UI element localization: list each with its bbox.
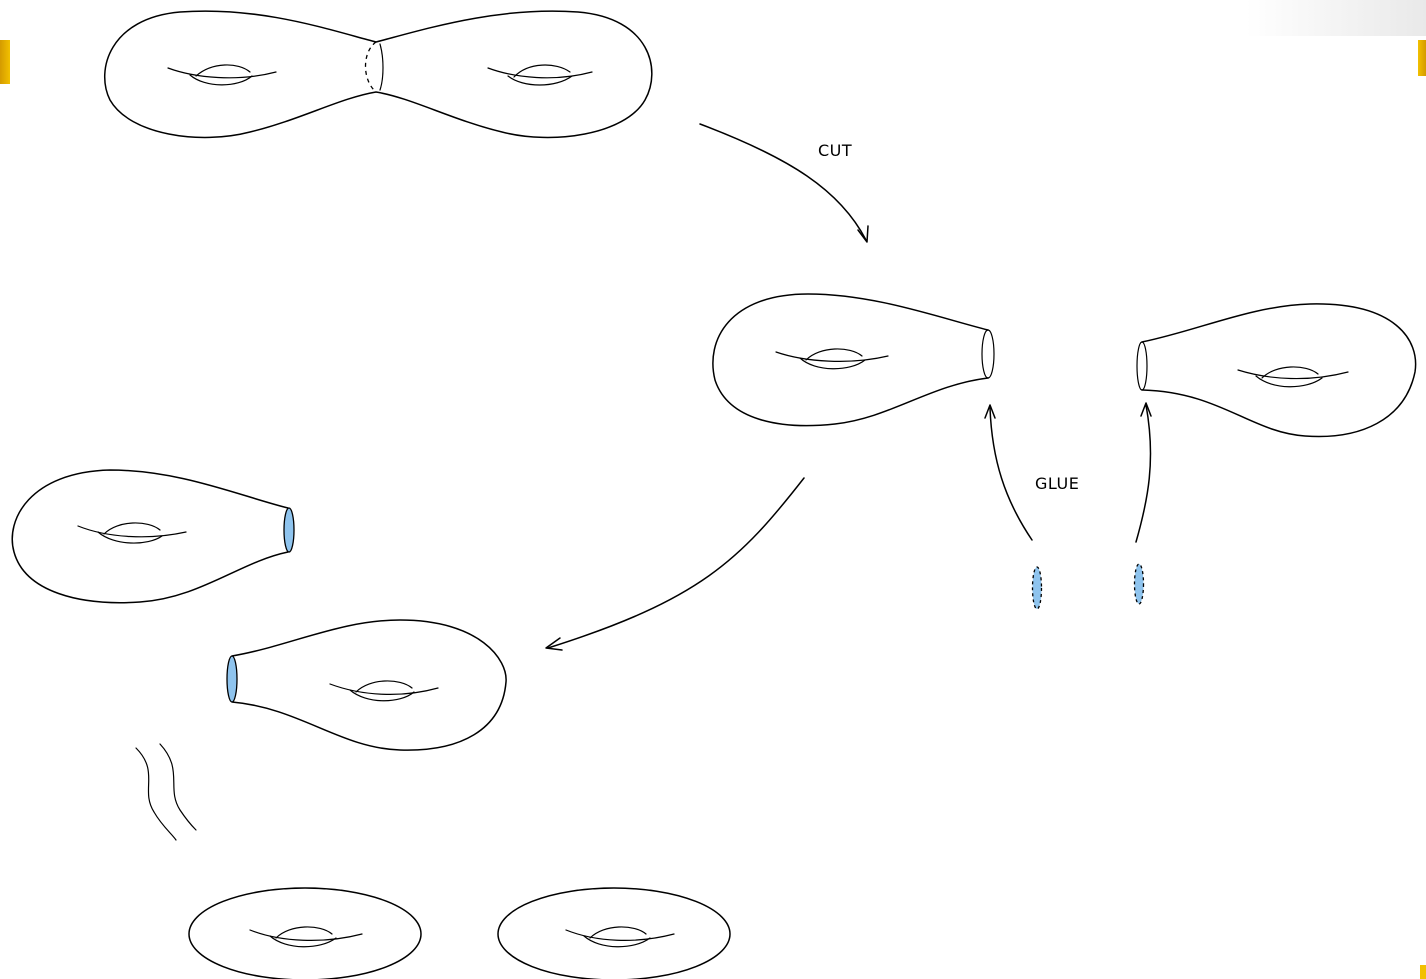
piece-outline	[231, 619, 507, 751]
arrow-head-icon	[545, 637, 563, 651]
closed-torus-right	[497, 887, 731, 979]
result-arrow	[545, 477, 805, 651]
torus-outline	[188, 887, 422, 979]
glue-arrows	[984, 402, 1152, 543]
cap-disk-icon	[283, 507, 295, 553]
glue-label: GLUE	[1035, 474, 1079, 493]
piece-outline	[712, 293, 989, 427]
handle-icon	[249, 926, 363, 948]
handle-icon	[167, 64, 277, 86]
piece-outline	[11, 469, 289, 604]
handle-icon	[77, 522, 187, 544]
result-arrow-curve	[547, 477, 805, 649]
cap-disk-icon	[226, 655, 238, 703]
disk-icon	[1031, 566, 1043, 610]
glue-arrow-right	[1135, 404, 1152, 543]
cut-curve-dashed	[364, 41, 377, 93]
glue-arrow-left	[989, 407, 1033, 541]
right-accent-bar	[1418, 40, 1426, 76]
arrow-head-icon	[1140, 402, 1152, 417]
left-accent-bar	[0, 40, 10, 84]
handle-icon	[775, 348, 889, 370]
arrow-head-icon	[857, 225, 869, 243]
disk-icon	[1133, 563, 1145, 605]
cut-arrow	[699, 123, 869, 243]
cut-arrow-curve	[699, 123, 867, 241]
genus-two-surface	[103, 10, 653, 139]
one-holed-torus-left-piece	[712, 293, 995, 427]
bottom-right-accent	[1420, 965, 1426, 979]
piece-outline	[1141, 303, 1417, 438]
arrow-head-icon	[984, 404, 996, 419]
genus-two-outline	[103, 10, 653, 139]
cut-label: CUT	[818, 141, 852, 160]
handle-icon	[1237, 366, 1349, 388]
boundary-circle	[1136, 341, 1148, 391]
boundary-circle	[981, 329, 995, 379]
capped-torus-right	[226, 619, 507, 751]
torus-outline	[497, 887, 731, 979]
homeomorphic-symbol-icon	[135, 743, 197, 841]
closed-torus-left	[188, 887, 422, 979]
handle-icon	[329, 680, 439, 702]
one-holed-torus-right-piece	[1136, 303, 1417, 438]
corner-fade-decoration	[1246, 0, 1426, 36]
capped-torus-left	[11, 469, 295, 604]
handle-icon	[487, 64, 593, 86]
cut-curve-front	[379, 43, 384, 91]
handle-icon	[565, 926, 675, 948]
